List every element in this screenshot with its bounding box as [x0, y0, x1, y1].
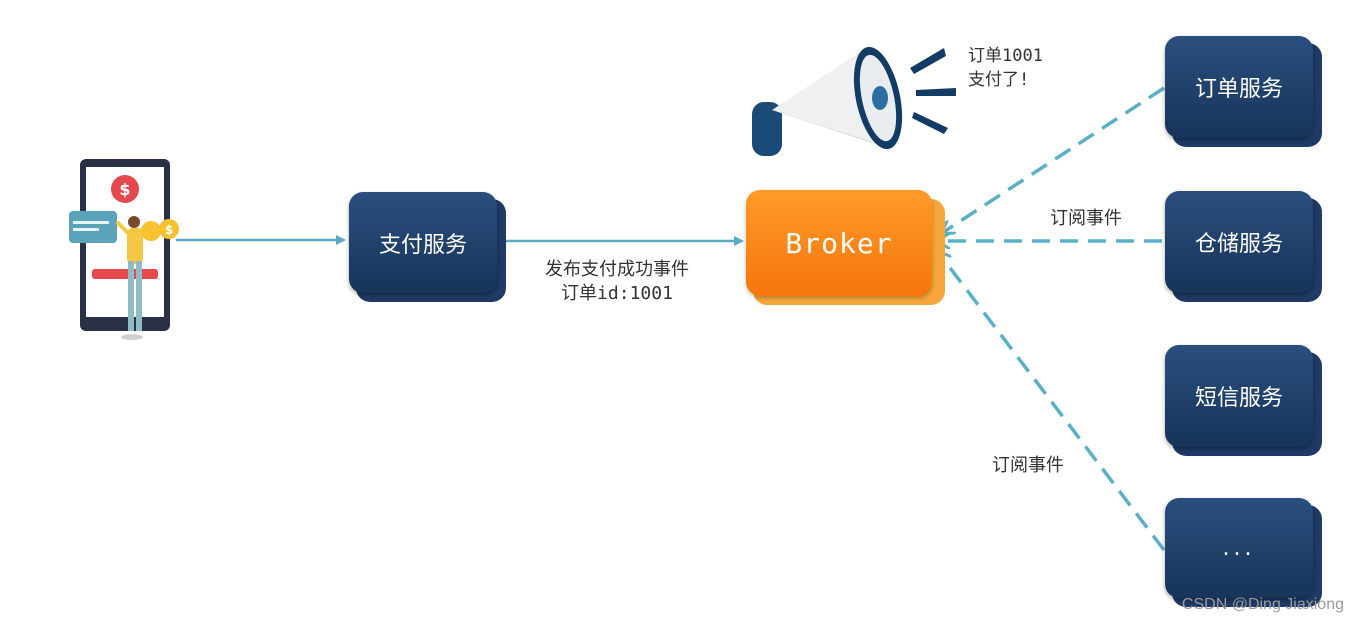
warehouse-service-label: 仓储服务 — [1194, 232, 1283, 257]
megaphone-icon — [752, 46, 956, 156]
svg-text:$: $ — [165, 223, 173, 237]
broker-node: Broker — [746, 190, 932, 296]
publish-event-line-2: 订单id:1001 — [561, 283, 673, 304]
announcement-line-1: 订单1001 — [968, 46, 1043, 66]
sms-service-node: 短信服务 — [1165, 345, 1313, 447]
broker-label: Broker — [785, 226, 893, 260]
warehouse-service-node: 仓储服务 — [1165, 191, 1313, 293]
more-services-label: ... — [1222, 535, 1256, 561]
payment-service-label: 支付服务 — [378, 232, 467, 258]
subscribe-label-top: 订阅事件 — [1050, 208, 1122, 229]
announcement-line-2: 支付了! — [968, 70, 1030, 90]
svg-text:$: $ — [119, 180, 130, 199]
dashed-order-to-broker — [942, 86, 1165, 233]
order-service-label: 订单服务 — [1194, 77, 1283, 102]
watermark: CSDN @Ding Jiaxiong — [1181, 596, 1344, 613]
subscribe-label-bottom: 订阅事件 — [992, 455, 1064, 476]
order-service-node: 订单服务 — [1165, 36, 1313, 138]
phone-payment-icon: $ $ — [69, 159, 179, 340]
more-services-node: ... — [1165, 498, 1313, 598]
publish-event-line-1: 发布支付成功事件 — [545, 259, 689, 280]
payment-service-node: 支付服务 — [349, 192, 497, 293]
sms-service-label: 短信服务 — [1194, 386, 1283, 411]
dashed-more-to-broker — [938, 252, 1166, 552]
publish-event-label: 发布支付成功事件 订单id:1001 — [527, 258, 707, 306]
